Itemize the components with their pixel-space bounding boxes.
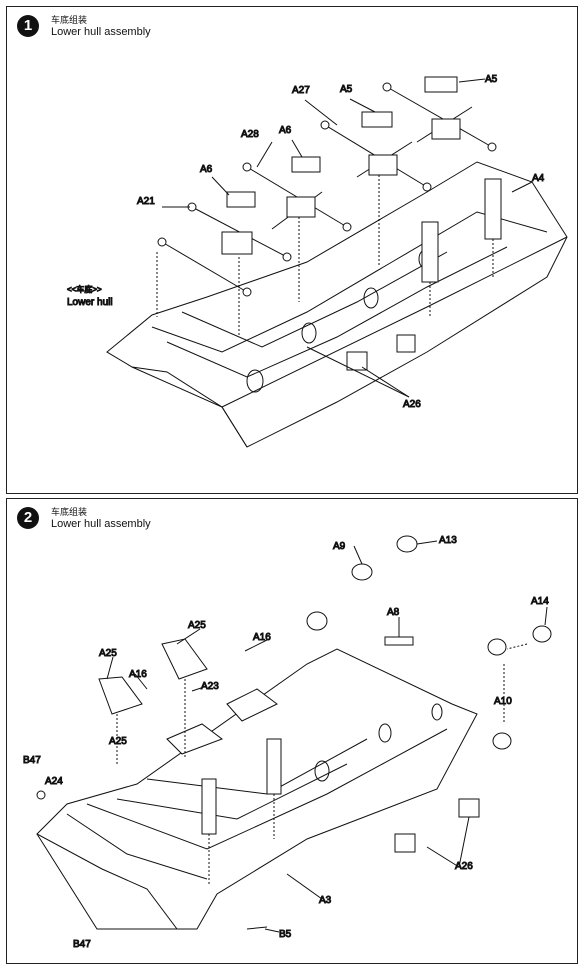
step-1-title-zh: 车底组装 [51,15,88,25]
callout-a9: A9 [333,541,346,552]
callout-a4: A4 [532,173,545,184]
callout-a26: A26 [455,861,473,872]
callout-a16-right: A16 [253,632,271,643]
step-2-diagram: A9 A13 A8 A14 A25 A25 A25 A16 A16 A23 A1… [23,535,552,951]
step-2-title-zh: 车底组装 [51,507,88,517]
callout-a5-left: A5 [340,84,353,95]
callout-a26: A26 [403,399,421,410]
callout-b47-bottom: B47 [73,939,91,950]
callout-b5: B5 [279,929,292,940]
callout-a23: A23 [201,681,219,692]
callout-a13: A13 [439,535,457,546]
torsion-arm-a27 [320,120,432,192]
step-2-panel: 2 车底组装 Lower hull assembly [6,498,578,964]
callout-a25-mid: A25 [109,736,127,747]
callout-a6-right: A6 [279,125,292,136]
lower-hull-drawing-2 [36,648,480,930]
callout-a6-left: A6 [200,164,213,175]
lower-hull-label-zh: <<车底>> [67,284,102,294]
step-1-diagram: A5 A5 A27 A28 A6 A6 A21 A4 A26 <<车底>> Lo… [67,74,568,448]
callout-a21: A21 [137,196,155,207]
lower-hull-label-en: Lower hull [67,297,113,308]
callout-a8: A8 [387,607,400,618]
step-2-title-en: Lower hull assembly [51,518,151,530]
callout-a28: A28 [241,129,259,140]
callout-a24: A24 [45,776,63,787]
step-2-badge: 2 [17,507,39,529]
lower-hull-drawing [106,161,568,448]
callout-a25-top: A25 [188,620,206,631]
callout-b47-top: B47 [23,755,41,766]
callout-a14: A14 [531,596,549,607]
torsion-arm-a21 [157,202,292,297]
callout-a27: A27 [292,85,310,96]
step-1-panel: 1 车底组装 Lower hull assembly [6,6,578,494]
callout-a3: A3 [319,895,332,906]
callout-a10: A10 [494,696,512,707]
callout-a25-left: A25 [99,648,117,659]
step-1-title-en: Lower hull assembly [51,26,151,38]
torsion-arm-top [382,82,497,152]
callout-a5-right: A5 [485,74,498,85]
torsion-arm-a28 [242,162,352,232]
callout-a16-left: A16 [129,669,147,680]
step-1-badge: 1 [17,15,39,37]
